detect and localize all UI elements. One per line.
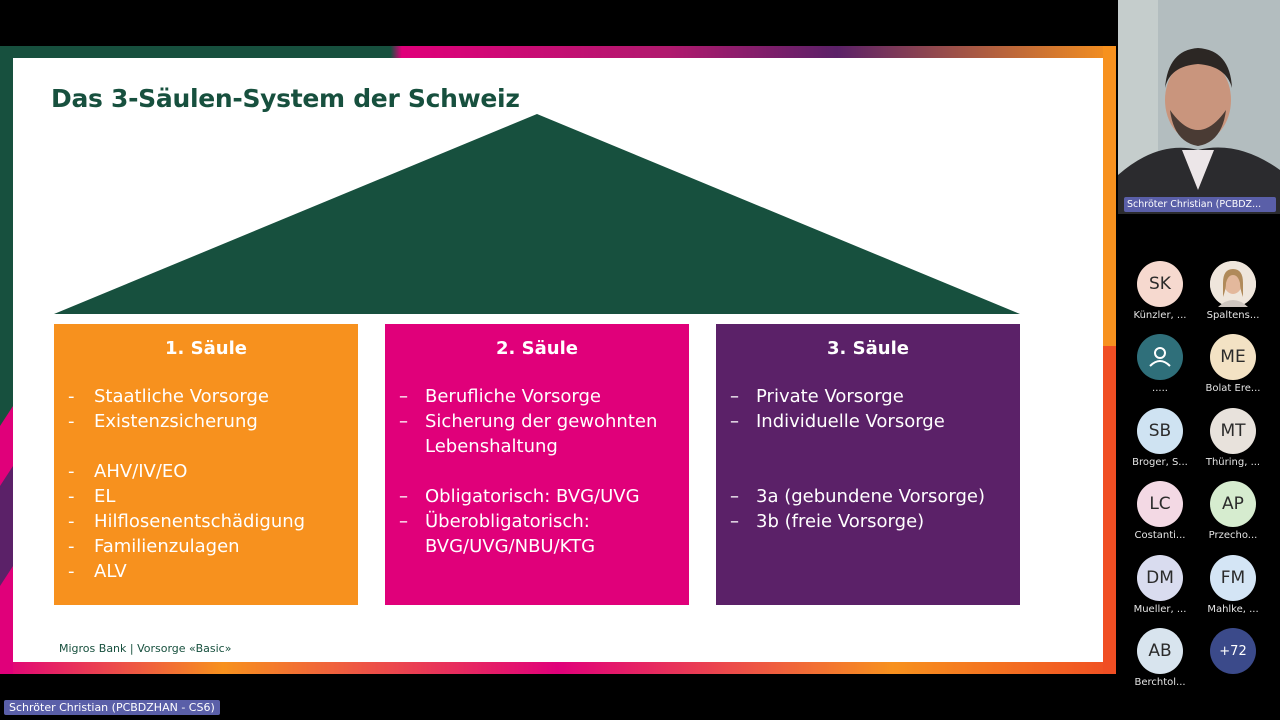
avatar: LC [1137,481,1183,527]
attendee-name: Costanti... [1134,530,1186,541]
slide: Das 3-Säulen-System der Schweiz 1. Säule… [13,58,1103,662]
house-roof [54,114,1020,314]
pillar-3: 3. Säule –Private Vorsorge –Individuelle… [716,324,1020,605]
avatar: AB [1137,628,1183,674]
attendee-name: Mahlke, ... [1207,604,1259,615]
attendee-tile[interactable]: LC Costanti... [1125,481,1195,541]
list-item: –Obligatorisch: BVG/UVG [399,486,640,507]
list-item: –Überobligatorisch: BVG/UVG/NBU/KTG [399,511,596,557]
pillar-title: 1. Säule [165,338,247,359]
list-item: –3b (freie Vorsorge) [730,511,925,532]
more-participants-button[interactable]: +72 [1210,628,1256,674]
slide-footer: Migros Bank | Vorsorge «Basic» [59,642,232,655]
avatar: ME [1210,334,1256,380]
list-item: –Individuelle Vorsorge [730,411,945,432]
attendee-tile[interactable]: SB Broger, S... [1125,408,1195,468]
attendee-tile[interactable]: FM Mahlke, ... [1198,555,1268,615]
attendee-tile[interactable]: AP Przecho... [1198,481,1268,541]
attendee-name: Broger, S... [1132,457,1188,468]
speaker-name-tag: Schröter Christian (PCBDZ... [1124,197,1276,212]
list-item: –Private Vorsorge [730,386,904,407]
pillar-1: 1. Säule -Staatliche Vorsorge -Existenzs… [54,324,358,605]
avatar: SK [1137,261,1183,307]
list-item: -ALV [68,561,127,582]
pillar-title: 2. Säule [496,338,578,359]
avatar: MT [1210,408,1256,454]
attendee-tile[interactable]: SK Künzler, ... [1125,261,1195,321]
avatar: DM [1137,555,1183,601]
attendee-name: Przecho... [1208,530,1258,541]
attendee-tile[interactable]: ME Bolat Ere... [1198,334,1268,394]
speaker-video[interactable]: Schröter Christian (PCBDZ... [1118,0,1280,214]
attendee-tile[interactable]: +72 [1198,628,1268,677]
attendee-name: ..... [1152,383,1168,394]
list-item: –Berufliche Vorsorge [399,386,601,407]
attendee-tile[interactable]: MT Thüring, ... [1198,408,1268,468]
pillar-title: 3. Säule [827,338,909,359]
person-icon [1137,334,1183,380]
list-item: -Familienzulagen [68,536,240,557]
pillar-list: –Berufliche Vorsorge –Sicherung der gewo… [399,384,679,559]
list-item: -AHV/IV/EO [68,461,188,482]
attendee-tile[interactable]: AB Berchtol... [1125,628,1195,688]
speaker-silhouette [1118,0,1280,214]
attendee-tile[interactable]: DM Mueller, ... [1125,555,1195,615]
avatar-photo [1210,261,1256,307]
avatar: FM [1210,555,1256,601]
avatar: AP [1210,481,1256,527]
attendee-tile[interactable]: Spaltens... [1198,261,1268,321]
attendee-name: Künzler, ... [1133,310,1187,321]
presenter-name-tag: Schröter Christian (PCBDZHAN - CS6) [4,700,220,715]
pillar-2: 2. Säule –Berufliche Vorsorge –Sicherung… [385,324,689,605]
list-item: -Hilflosenentschädigung [68,511,306,532]
pillar-list: -Staatliche Vorsorge -Existenzsicherung … [68,384,348,584]
attendee-tile[interactable]: ..... [1125,334,1195,394]
pillar-list: –Private Vorsorge –Individuelle Vorsorge… [730,384,1010,534]
list-item: -Existenzsicherung [68,411,258,432]
attendee-name: Berchtol... [1134,677,1186,688]
participants-panel: Schröter Christian (PCBDZ... SK Künzler, … [1116,0,1280,720]
list-item: –3a (gebundene Vorsorge) [730,486,985,507]
list-item: -EL [68,486,116,507]
slide-title: Das 3-Säulen-System der Schweiz [51,84,520,113]
attendee-name: Thüring, ... [1205,457,1261,468]
attendee-name: Mueller, ... [1133,604,1187,615]
avatar: SB [1137,408,1183,454]
list-item: –Sicherung der gewohnten Lebenshaltung [399,411,658,457]
attendee-name: Bolat Ere... [1205,383,1261,394]
list-item: -Staatliche Vorsorge [68,386,270,407]
attendee-name: Spaltens... [1206,310,1260,321]
